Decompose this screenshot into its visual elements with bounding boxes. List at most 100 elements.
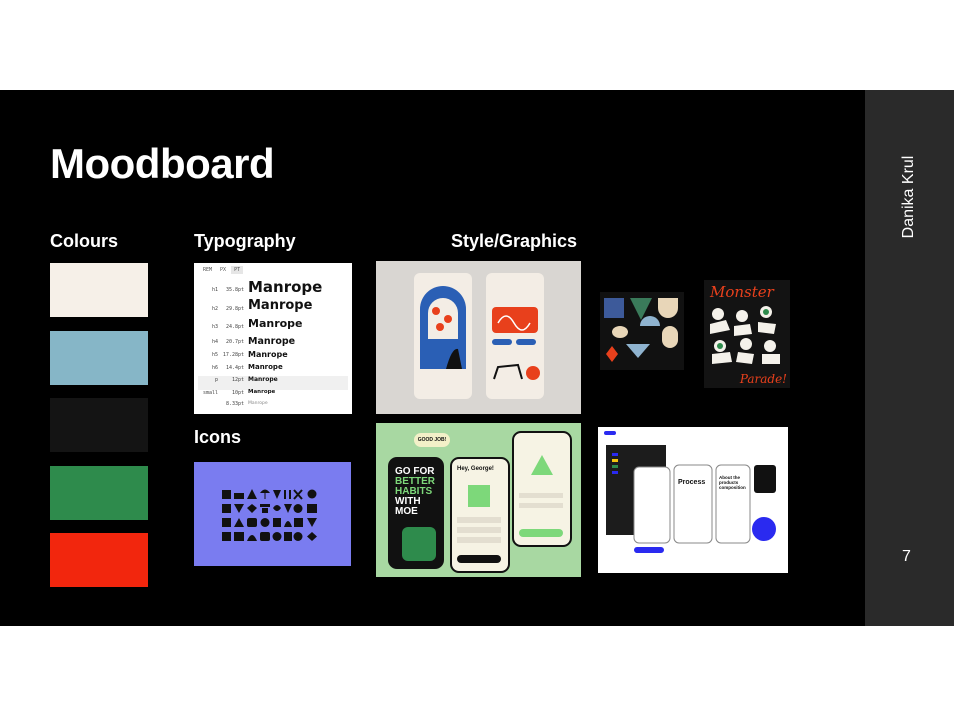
train-icon [260,532,270,541]
page-title: Moodboard [50,140,275,187]
type-size: 17.28pt [222,352,244,358]
ball-icon [272,532,282,541]
paw-icon [284,532,292,541]
type-size: 35.8pt [225,286,244,293]
mountain-icon [234,518,244,527]
type-sample: Manrope [248,401,268,406]
phone-1: GO FOR BETTER HABITS WITH MOE [388,457,444,569]
typography-heading: Typography [194,231,296,251]
author-name: Danika Krul [900,155,917,239]
bus-icon [307,489,317,499]
type-scale-row: p 12pt Manrope [198,376,348,390]
style-graphics-heading: Style/Graphics [451,231,578,251]
greeting: Hey, George! [457,466,494,472]
colour-swatch-green [50,466,148,520]
type-sample: Manrope [248,317,303,330]
shop-icon [294,518,303,527]
colour-swatch-red [50,533,148,587]
side-panel [865,90,954,626]
type-tag: h5 [211,352,218,358]
type-sample: Manrope [248,278,323,296]
type-sample: Manrope [248,336,296,347]
umbrella-icon [260,489,270,499]
colour-swatch-cream [50,263,148,317]
type-size: 29.8pt [225,305,244,312]
headline-line-1: GO FOR [395,466,435,477]
type-scale-row: h3 24.8pt Manrope [198,317,348,334]
heart-icon [273,505,281,511]
type-tag: h4 [211,338,218,345]
crate-icon [234,532,244,541]
cutlery-icon [284,490,291,499]
cross-icon [293,489,303,500]
unit-tab-pt: PT [231,266,244,274]
headline-line-4: WITH [395,496,421,507]
habit-app-mockup: GOOD JOB! GO FOR BETTER HABITS WITH MOE … [376,423,581,577]
cake-icon [260,504,270,513]
sun-icon [293,532,303,541]
tree-icon [222,504,231,513]
unit-tab-rem: REM [203,267,213,273]
about-text: About the products composition [719,475,746,490]
type-size: 12pt [231,377,244,383]
flower-icon [307,532,317,541]
cocktail-icon [284,504,292,513]
type-tag: h3 [211,323,218,330]
type-size: 14.4pt [225,364,244,371]
unit-tab-px: PX [220,267,227,273]
page-number: 7 [902,548,911,565]
cone-icon [307,518,317,527]
type-tag: small [202,389,218,396]
type-scale-row: h2 29.8pt Manrope [198,298,348,315]
type-tag: h1 [211,286,218,293]
house-icon [307,504,317,513]
headline-line-2: BETTER [395,476,435,487]
type-sample: Manrope [248,376,278,383]
type-size: 20.7pt [225,338,244,345]
type-sample: Manrope [248,389,276,395]
globe-icon [293,504,303,513]
colours-heading: Colours [50,231,119,251]
speech-bubble: GOOD JOB! [414,433,450,447]
type-tag: h2 [211,305,218,312]
type-scale-row: 8.33pt Manrope [198,401,348,414]
colour-swatch-black [50,398,148,452]
type-tag: h6 [211,364,218,371]
flame-icon [284,521,292,527]
type-size: 24.8pt [225,323,244,330]
cultural-app-mockup [376,261,581,414]
headline-line-3: HABITS [395,486,433,497]
poster-title: Monster [710,283,774,301]
type-scale-row: h5 17.28pt Manrope [198,350,348,364]
monster-parade-poster: Monster Parade! [704,280,790,388]
type-scale-row: h4 20.7pt Manrope [198,336,348,350]
type-scale-row: h1 35.8pt Manrope [198,278,348,296]
type-sample: Manrope [248,363,283,371]
type-size: 10pt [231,389,244,396]
triangle-mascot [531,455,553,475]
icons-heading: Icons [194,427,242,447]
type-scale-row: h6 14.4pt Manrope [198,363,348,377]
car-icon [247,518,257,527]
face-icon [260,518,270,527]
shapes-illustration [600,292,684,370]
pentagon-mascot [468,485,490,507]
building-icon [222,490,231,499]
bell-icon [247,535,257,541]
person-icon [222,518,231,527]
colour-swatch-light-blue [50,331,148,385]
palm-icon [222,532,231,541]
type-size: 8.33pt [225,401,244,408]
unit-tabs: REM PX PT [200,266,245,274]
door-icon [273,518,281,527]
type-sample: Manrope [248,298,313,313]
mascot [402,527,436,561]
type-tag: p [214,377,218,383]
headline-line-5: MOE [395,506,418,517]
type-sample: Manrope [248,350,288,359]
product-process-mockup: Process About the products composition [598,427,788,573]
icon-set-card [194,462,351,566]
arrow-up-icon [247,489,257,499]
